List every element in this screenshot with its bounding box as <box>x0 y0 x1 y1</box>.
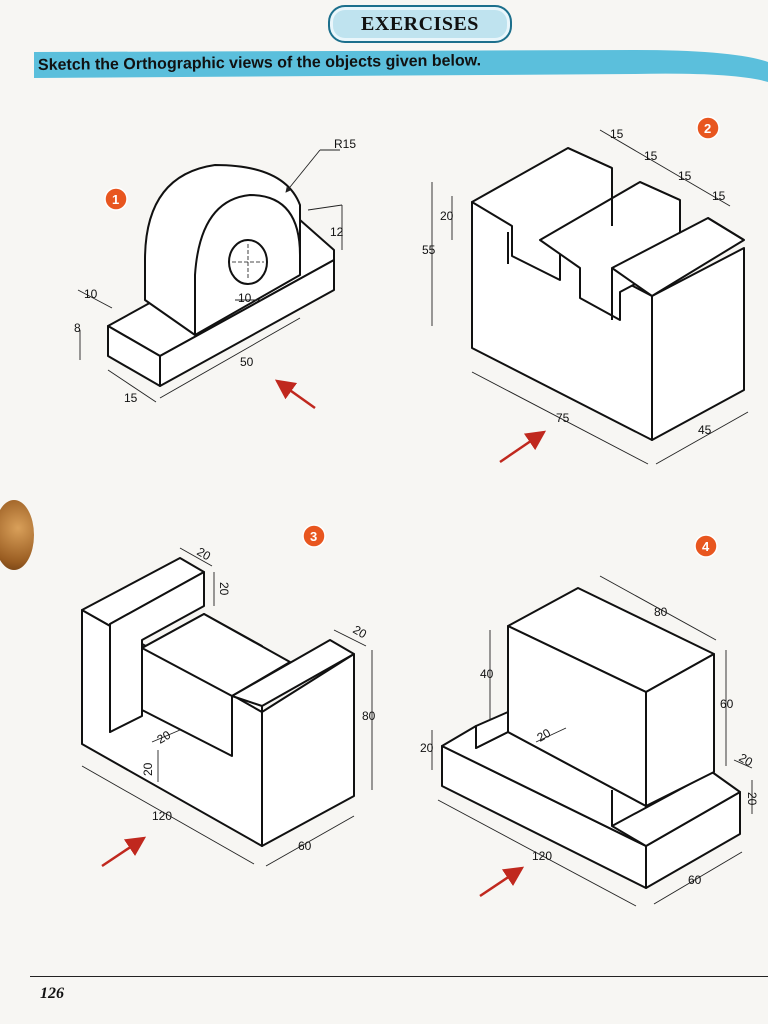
dim-15-a: 15 <box>610 127 624 141</box>
dim-20-inner: 20 <box>155 728 174 747</box>
dim-60-height: 60 <box>720 697 734 711</box>
dim-15-d: 15 <box>712 189 726 203</box>
dim-20-right: 20 <box>351 622 370 641</box>
view-direction-arrow-1 <box>274 379 316 410</box>
dim-75: 75 <box>556 411 570 425</box>
exercises-heading: EXERCISES <box>328 5 512 43</box>
view-direction-arrow-3 <box>101 836 147 868</box>
exercise-2-number: 2 <box>704 121 711 136</box>
dim-120: 120 <box>532 849 552 863</box>
instruction-banner <box>34 50 768 82</box>
page-number: 126 <box>40 985 64 1002</box>
dim-20-right-top: 20 <box>737 750 756 769</box>
exercises-heading-text: EXERCISES <box>361 12 479 35</box>
exercise-3-number: 3 <box>310 529 317 544</box>
footer-rule <box>30 976 768 977</box>
dim-55: 55 <box>422 243 436 257</box>
dim-80: 80 <box>362 709 376 723</box>
dim-20-middle: 20 <box>535 726 554 745</box>
dim-80: 80 <box>654 605 668 619</box>
dim-r15: R15 <box>334 137 356 151</box>
dim-50: 50 <box>240 355 254 369</box>
exercise-1-badge: 1 <box>104 187 128 211</box>
exercise-3-badge: 3 <box>302 524 326 548</box>
exercise-3-labels: 20 20 20 80 20 20 120 60 <box>141 544 376 853</box>
dim-15-c: 15 <box>678 169 692 183</box>
exercise-2-badge: 2 <box>696 116 720 140</box>
dim-12: 12 <box>330 225 344 239</box>
exercise-2-drawing <box>471 147 745 441</box>
view-direction-arrow-4 <box>479 866 525 898</box>
dim-8: 8 <box>74 321 81 335</box>
exercise-3-drawing <box>81 557 355 847</box>
dim-20-height: 20 <box>217 582 231 596</box>
dim-20-base: 20 <box>141 762 155 776</box>
exercise-2-labels: 15 15 15 15 20 55 75 45 <box>422 127 726 437</box>
exercise-4-drawing <box>441 587 741 889</box>
dim-20: 20 <box>440 209 454 223</box>
dim-20-top: 20 <box>195 544 214 563</box>
dim-120: 120 <box>152 809 172 823</box>
exercise-4-labels: 80 40 60 20 20 20 20 120 60 <box>420 605 759 887</box>
coin-edge <box>0 500 34 570</box>
dim-40: 40 <box>480 667 494 681</box>
exercise-4-number: 4 <box>702 539 710 554</box>
exercise-3-dimensions <box>81 547 373 867</box>
dim-20-right-side: 20 <box>745 792 759 806</box>
dim-15: 15 <box>124 391 138 405</box>
dim-10-left: 10 <box>84 287 98 301</box>
dim-60-depth: 60 <box>688 873 702 887</box>
exercise-4-badge: 4 <box>694 534 718 558</box>
dim-45: 45 <box>698 423 712 437</box>
exercise-1-number: 1 <box>112 192 119 207</box>
exercise-4-dimensions <box>431 575 753 907</box>
view-direction-arrow-2 <box>499 430 547 464</box>
exercise-1-labels: R15 12 10 8 10 50 15 <box>74 137 356 405</box>
dim-10-hole: 10 <box>238 291 252 305</box>
dim-15-b: 15 <box>644 149 658 163</box>
dim-60: 60 <box>298 839 312 853</box>
dim-20-step: 20 <box>420 741 434 755</box>
exercise-1-dimensions <box>77 149 343 403</box>
exercise-1-drawing <box>107 164 335 387</box>
exercise-2-dimensions <box>431 129 749 465</box>
